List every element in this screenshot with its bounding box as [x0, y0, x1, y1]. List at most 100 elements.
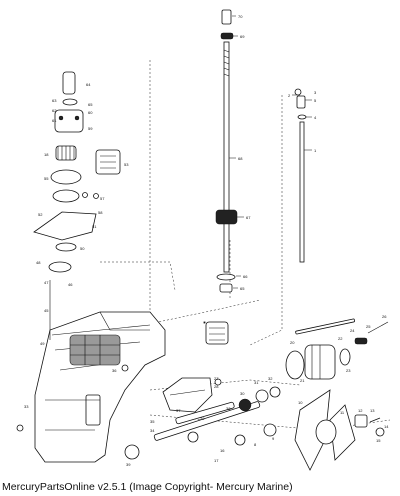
callout: 55 [44, 176, 49, 181]
carrier-seal [339, 348, 351, 366]
water-screen [205, 321, 229, 345]
callout: 22 [338, 336, 343, 341]
callout: 31 [254, 380, 259, 385]
shift-rod-seal [297, 114, 307, 120]
callout-labels: 64 63 65 62 60 61 59 18 53 55 57 58 52 5… [24, 14, 389, 467]
callout: 26 [382, 314, 387, 319]
thrust-hub [263, 423, 277, 437]
callout: 33 [24, 404, 29, 409]
callout: 49 [40, 341, 45, 346]
driveshaft-shaft [223, 41, 230, 273]
callout: 46 [68, 282, 73, 287]
callout: 23 [346, 368, 351, 373]
callout: 67 [246, 215, 251, 220]
housing-stud [121, 364, 129, 372]
pump-cover-bolt [74, 115, 80, 121]
pump-cover [54, 109, 84, 133]
clutch [238, 398, 252, 412]
callout: 30 [240, 391, 245, 396]
o-ring [48, 261, 72, 273]
callout: 8 [254, 442, 257, 447]
callout: 68 [238, 156, 243, 161]
callout: 69 [240, 34, 245, 39]
gear-housing [34, 311, 166, 463]
callout: 65 [88, 102, 93, 107]
driveshaft-washer [216, 273, 236, 281]
callout: 17 [214, 458, 219, 463]
callout: 15 [376, 438, 381, 443]
callout: 48 [36, 260, 41, 265]
callout: 52 [38, 212, 43, 217]
callout: 50 [80, 246, 85, 251]
bearing [255, 389, 269, 403]
carrier-retainer [354, 337, 368, 345]
callout: 51 [92, 224, 97, 229]
callout: 25 [366, 324, 371, 329]
gear-housing-assembly [16, 280, 229, 463]
callout: 4 [314, 115, 317, 120]
callout: 32 [268, 376, 273, 381]
callout: 64 [86, 82, 91, 87]
callout: 24 [350, 328, 355, 333]
prop-nut [354, 414, 368, 428]
housing-fin [85, 394, 101, 426]
callout: 37 [176, 408, 181, 413]
pump-base-seal [55, 242, 77, 252]
callout: 38 [226, 406, 231, 411]
callout: 14 [384, 424, 389, 429]
reverse-gear [124, 444, 140, 460]
callout: 58 [98, 210, 103, 215]
callout: 36 [112, 368, 117, 373]
callout: 60 [88, 110, 93, 115]
pump-screw [82, 192, 88, 198]
callout: 2 [288, 93, 291, 98]
shift-mechanism [162, 377, 235, 425]
assembly-guide-lines [100, 60, 391, 431]
callout: 12 [358, 408, 363, 413]
callout: 18 [44, 152, 49, 157]
callout: 13 [370, 408, 375, 413]
driveshaft-nut [220, 32, 234, 40]
water-tube [62, 71, 76, 95]
callout: 66 [243, 274, 248, 279]
shift-cam-bracket [162, 377, 213, 413]
callout: 35 [150, 419, 155, 424]
propeller-blade [294, 389, 331, 471]
callout: 34 [150, 428, 155, 433]
prop-shaft [153, 401, 261, 441]
carrier-stud [295, 318, 355, 335]
callout: 5 [314, 98, 317, 103]
callout: 62 [52, 108, 57, 113]
shift-rod-assembly [292, 88, 312, 263]
image-copyright-caption: MercuryPartsOnline v2.5.1 (Image Copyrig… [2, 481, 293, 493]
callout: 27 [214, 376, 219, 381]
pump-plate [50, 169, 82, 185]
callout: 65 [240, 286, 245, 291]
forward-gear [187, 431, 199, 443]
driveshaft-cap [221, 9, 232, 25]
pump-cover-bolt [58, 115, 64, 121]
callout: 20 [290, 340, 295, 345]
exploded-parts-diagram: 64 63 65 62 60 61 59 18 53 55 57 58 52 5… [16, 9, 391, 471]
shift-shaft [175, 401, 235, 425]
callout: 53 [124, 162, 129, 167]
pump-base [33, 211, 97, 241]
tube-seal [62, 98, 78, 106]
propeller-assembly [203, 321, 385, 471]
callout: 47 [44, 280, 49, 285]
water-pump-assembly [33, 71, 121, 273]
driveshaft-bearing [215, 209, 238, 225]
propeller-blade [329, 404, 356, 461]
thrust-washer [269, 386, 281, 398]
callout: 28 [214, 384, 219, 389]
callout: 3 [314, 90, 317, 95]
spacer [375, 427, 385, 437]
callout: 9 [272, 436, 275, 441]
shift-rod-clip [294, 88, 302, 96]
driveshaft-pinion [219, 283, 233, 293]
shift-rod-coupler [296, 95, 306, 109]
callout: 70 [238, 14, 243, 19]
callout: 59 [88, 126, 93, 131]
cam-follower [214, 378, 222, 386]
driveshaft-assembly [215, 9, 244, 293]
